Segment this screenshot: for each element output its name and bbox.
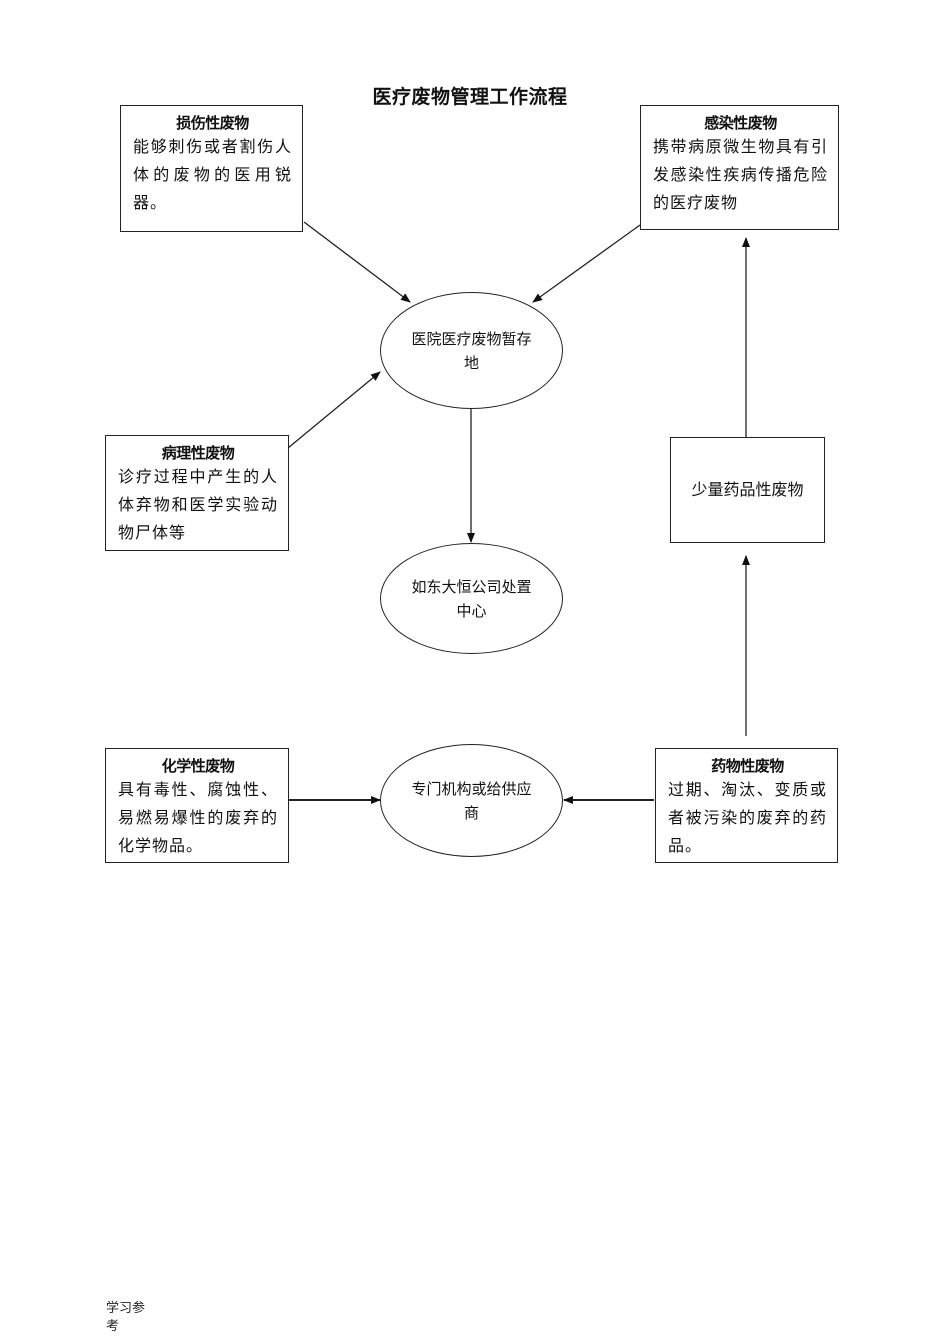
pathological-waste-box: 病理性废物 诊疗过程中产生的人体弃物和医学实验动物尸体等 <box>105 435 289 551</box>
arrow-sharp-to-storage <box>303 221 411 303</box>
sharp-waste-description: 能够刺伤或者割伤人体的废物的医用锐器。 <box>133 137 292 212</box>
small-pharma-waste-box: 少量药品性废物 <box>670 437 825 543</box>
pharmaceutical-waste-title: 药物性废物 <box>711 757 784 775</box>
supplier-node: 专门机构或给供应商 <box>380 744 563 857</box>
infectious-waste-title: 感染性废物 <box>704 114 777 132</box>
infectious-waste-box: 感染性废物 携带病原微生物具有引发感染性疾病传播危险的医疗废物 <box>640 105 839 230</box>
chemical-waste-title: 化学性废物 <box>161 757 235 775</box>
page-title: 医疗废物管理工作流程 <box>372 86 568 108</box>
disposal-center-label: 如东大恒公司处置中心 <box>411 577 532 620</box>
chemical-waste-box: 化学性废物 具有毒性、腐蚀性、易燃易爆性的废弃的化学物品。 <box>105 748 289 863</box>
sharp-waste-box: 损伤性废物 能够刺伤或者割伤人体的废物的医用锐器。 <box>120 105 303 232</box>
footer-note: 学习参考 <box>106 1301 146 1334</box>
arrow-infectious-to-storage <box>532 224 641 303</box>
hospital-storage-node: 医院医疗废物暂存地 <box>380 292 563 409</box>
pathological-waste-description: 诊疗过程中产生的人体弃物和医学实验动物尸体等 <box>118 467 278 542</box>
sharp-waste-title: 损伤性废物 <box>176 114 249 132</box>
pathological-waste-title: 病理性废物 <box>161 444 235 462</box>
supplier-label: 专门机构或给供应商 <box>411 779 532 822</box>
arrow-pathological-to-storage <box>287 371 381 449</box>
disposal-center-node: 如东大恒公司处置中心 <box>380 543 563 654</box>
hospital-storage-label: 医院医疗废物暂存地 <box>411 329 532 372</box>
infectious-waste-description: 携带病原微生物具有引发感染性疾病传播危险的医疗废物 <box>653 137 828 212</box>
pharmaceutical-waste-box: 药物性废物 过期、淘汰、变质或者被污染的废弃的药品。 <box>655 748 838 863</box>
pharmaceutical-waste-description: 过期、淘汰、变质或者被污染的废弃的药品。 <box>668 780 827 855</box>
chemical-waste-description: 具有毒性、腐蚀性、易燃易爆性的废弃的化学物品。 <box>118 780 278 855</box>
small-pharma-waste-label: 少量药品性废物 <box>691 480 804 499</box>
